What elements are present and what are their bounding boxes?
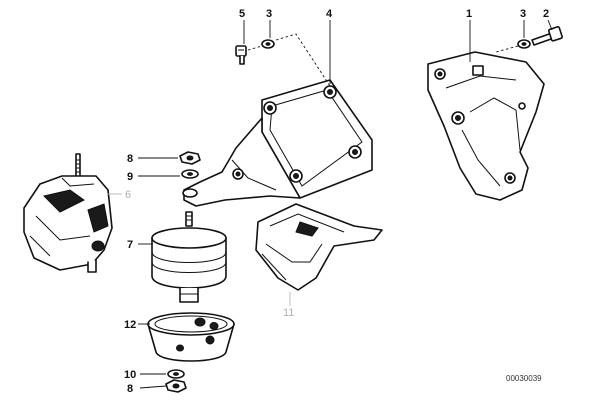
engine-support-bracket <box>182 79 373 207</box>
nut-8-top <box>179 151 201 165</box>
callout-11: 11 <box>283 307 294 319</box>
callout-9: 9 <box>127 171 133 183</box>
heat-shield-11 <box>255 203 383 291</box>
bolt-5 <box>235 45 247 65</box>
callout-7: 7 <box>127 239 133 251</box>
leader-lines <box>108 19 553 389</box>
rubber-mount-7 <box>151 211 227 303</box>
callout-3-right: 3 <box>520 8 526 20</box>
bolt-2 <box>531 26 563 46</box>
callout-4: 4 <box>326 8 333 20</box>
callout-12: 12 <box>124 319 136 331</box>
washer-3-left <box>261 39 275 49</box>
reference-code: 00030039 <box>506 374 542 383</box>
callout-5: 5 <box>239 8 245 20</box>
callout-6: 6 <box>125 189 131 201</box>
retaining-cup-12 <box>147 312 235 362</box>
callout-3-left: 3 <box>266 8 272 20</box>
washer-3-right <box>517 39 531 49</box>
nut-8-bottom <box>165 379 187 393</box>
washer-10 <box>167 369 185 379</box>
callout-1: 1 <box>466 8 472 20</box>
callout-10: 10 <box>124 369 136 381</box>
callout-8-bottom: 8 <box>127 383 133 395</box>
mounting-bracket-right <box>427 51 545 201</box>
callout-2: 2 <box>543 8 549 20</box>
washer-9 <box>181 169 199 179</box>
callout-8-top: 8 <box>127 153 133 165</box>
engine-mount-6 <box>23 153 113 273</box>
